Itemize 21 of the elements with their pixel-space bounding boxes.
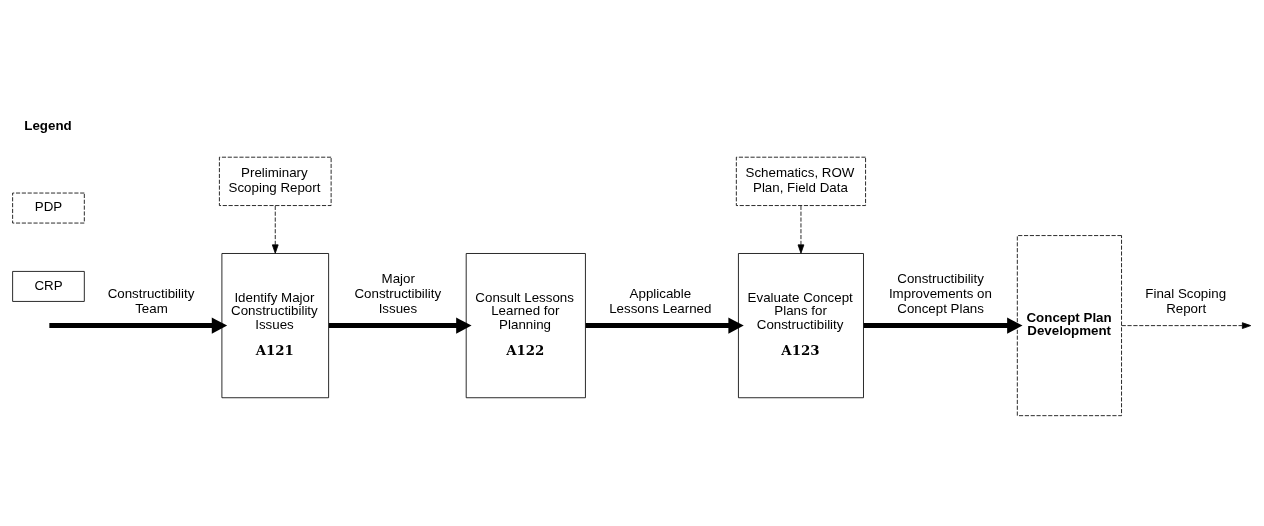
arrow (585, 317, 744, 334)
edge-label: Final Scoping Report (1145, 285, 1227, 316)
node-box: Schematics, ROW Plan, Field Data (735, 156, 866, 206)
legend-label: PDP (34, 198, 63, 214)
edge-label: Major Constructibility Issues (354, 270, 442, 316)
edge-label: Constructibility Improvements on Concept Plans (888, 270, 992, 316)
node-box: Consult Lessons Learned for Planning A122 (465, 252, 586, 398)
arrow (863, 317, 1023, 334)
legend-label: CRP (34, 277, 63, 293)
node-box: Concept Plan Development (1016, 234, 1122, 416)
arrow (1121, 321, 1252, 329)
arrow (797, 204, 805, 254)
arrow (328, 317, 472, 334)
node-box: Identify Major Constructibility Issues A121 (221, 252, 330, 398)
arrow (271, 204, 279, 254)
label: Legend (24, 117, 72, 133)
node-box: Preliminary Scoping Report (219, 156, 332, 206)
arrow (49, 317, 228, 334)
edge-label: Constructibility Team (107, 285, 195, 316)
edge-label: Applicable Lessons Learned (609, 285, 712, 316)
node-box: Evaluate Concept Plans for Constructibility A123 (738, 252, 864, 398)
